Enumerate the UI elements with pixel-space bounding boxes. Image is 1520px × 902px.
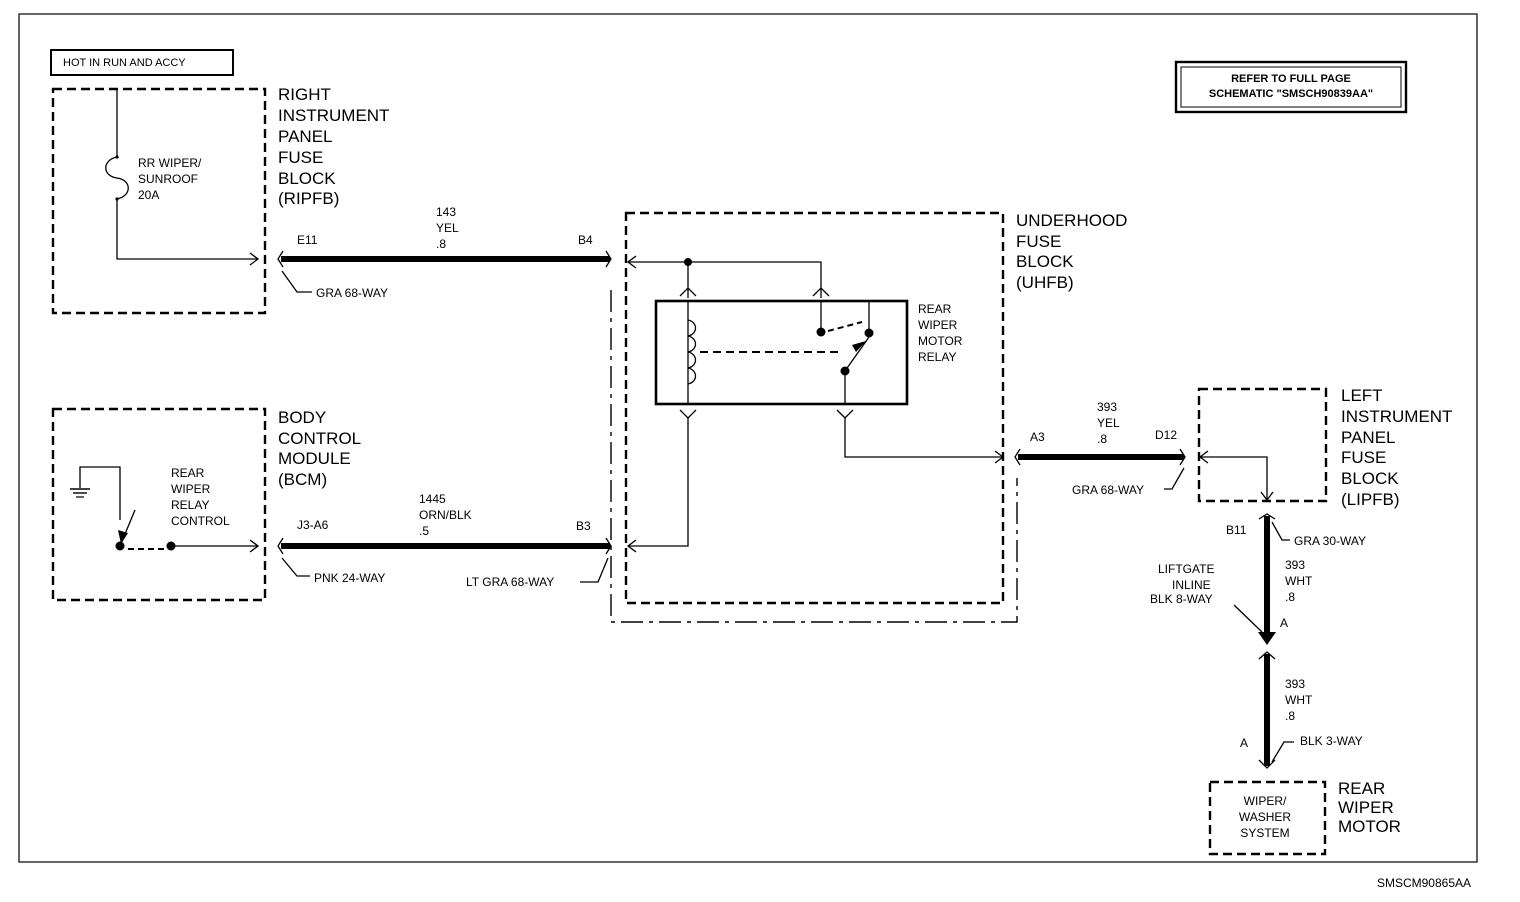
fuse-label-1: RR WIPER/: [138, 156, 202, 170]
motor-pin: A: [1240, 736, 1248, 750]
motor-title-1: REAR: [1338, 779, 1385, 798]
wire-393a-color: YEL: [1097, 416, 1120, 430]
bcm-title-4: (BCM): [278, 470, 327, 489]
bcm-block: BODY CONTROL MODULE (BCM) REAR WIPER REL…: [51, 407, 361, 602]
wire-143-color: YEL: [436, 221, 459, 235]
uhfb-connector-outline: [610, 290, 1018, 623]
liftgate-pin: A: [1280, 616, 1288, 630]
refer-note: REFER TO FULL PAGE SCHEMATIC "SMSCH90839…: [1174, 60, 1408, 114]
uhfb-block: UNDERHOOD FUSE BLOCK (UHFB): [624, 211, 1127, 605]
wire-393-a: A3 393 YEL .8 D12 GRA 68-WAY: [1014, 400, 1186, 497]
lipfb-title-1: LEFT: [1341, 386, 1383, 405]
relay-label-4: RELAY: [918, 350, 956, 364]
wire-393b-circuit: 393: [1285, 558, 1305, 572]
motor-box-label-1: WIPER/: [1244, 794, 1287, 808]
wire-393c-color: WHT: [1285, 693, 1313, 707]
wire-143-gauge: .8: [436, 237, 446, 251]
wire-393a-end-pin: D12: [1155, 428, 1177, 442]
bcm-switch-label-2: WIPER: [171, 482, 211, 496]
fuse-label-2: SUNROOF: [138, 172, 198, 186]
diagram-frame: [18, 13, 1478, 863]
wire-393a-circuit: 393: [1097, 400, 1117, 414]
bcm-title-2: CONTROL: [278, 429, 361, 448]
liftgate-label-3: BLK 8-WAY: [1150, 592, 1213, 606]
relay-coil-icon: [687, 301, 697, 404]
motor-box-label-2: WASHER: [1239, 810, 1292, 824]
motor-title-3: MOTOR: [1338, 817, 1401, 836]
motor-box-label-3: SYSTEM: [1240, 826, 1289, 840]
ripfb-title-2: INSTRUMENT: [278, 106, 389, 125]
ripfb-title-4: FUSE: [278, 148, 323, 167]
wire-1445: J3-A6 1445 ORN/BLK .5 B3 PNK 24-WAY LT G…: [277, 492, 612, 589]
uhfb-title-1: UNDERHOOD: [1016, 211, 1127, 230]
rear-wiper-motor-relay: [654, 299, 909, 406]
wire-393b-gauge: .8: [1285, 590, 1295, 604]
uhfb-title-2: FUSE: [1016, 232, 1061, 251]
lipfb-connector-desc: GRA 30-WAY: [1294, 534, 1366, 548]
uhfb-title-4: (UHFB): [1016, 273, 1074, 292]
ripfb-connector-desc: GRA 68-WAY: [316, 286, 388, 300]
bcm-switch-label-4: CONTROL: [171, 514, 230, 528]
wire-143: E11 143 YEL .8 B4 GRA 68-WAY: [277, 205, 612, 300]
ripfb-pin: E11: [297, 233, 318, 247]
fuse-label-3: 20A: [138, 188, 159, 202]
wire-1445-circuit: 1445: [419, 492, 446, 506]
wire-143-circuit: 143: [436, 205, 456, 219]
lipfb-block: LEFT INSTRUMENT PANEL FUSE BLOCK (LIPFB): [1197, 386, 1452, 509]
bcm-connector-desc: PNK 24-WAY: [314, 571, 385, 585]
refer-line-2: SCHEMATIC "SMSCH90839AA": [1209, 88, 1373, 100]
relay-label-2: WIPER: [918, 318, 958, 332]
hot-in-run-note: HOT IN RUN AND ACCY: [50, 49, 234, 76]
ripfb-title-6: (RIPFB): [278, 189, 339, 208]
liftgate-label-1: LIFTGATE: [1158, 562, 1214, 576]
wire-1445-end-desc: LT GRA 68-WAY: [466, 575, 554, 589]
lipfb-title-5: BLOCK: [1341, 469, 1399, 488]
wire-393-c: 393 WHT .8 A BLK 3-WAY: [1240, 651, 1363, 769]
motor-connector-desc: BLK 3-WAY: [1300, 734, 1363, 748]
lipfb-title-6: (LIPFB): [1341, 490, 1400, 509]
uhfb-title-3: BLOCK: [1016, 252, 1074, 271]
bcm-title-3: MODULE: [278, 449, 351, 468]
wire-393b-color: WHT: [1285, 574, 1313, 588]
liftgate-label-2: INLINE: [1172, 578, 1211, 592]
relay-label-1: REAR: [918, 302, 952, 316]
wire-393a-end-desc: GRA 68-WAY: [1072, 483, 1144, 497]
lipfb-title-3: PANEL: [1341, 428, 1396, 447]
wire-393-b: B11 GRA 30-WAY 393 WHT .8 LIFTGATE INLIN…: [1150, 513, 1366, 645]
lipfb-title-4: FUSE: [1341, 448, 1386, 467]
ripfb-title-5: BLOCK: [278, 169, 336, 188]
wire-393c-gauge: .8: [1285, 709, 1295, 723]
lipfb-title-2: INSTRUMENT: [1341, 407, 1452, 426]
lipfb-pin: B11: [1226, 523, 1247, 537]
wire-143-end-pin: B4: [578, 233, 593, 247]
motor-title-2: WIPER: [1338, 798, 1394, 817]
diagram-id: SMSCM90865AA: [1377, 876, 1471, 890]
uhfb-pin: A3: [1030, 430, 1045, 444]
wire-1445-end-pin: B3: [576, 519, 591, 533]
wire-1445-gauge: .5: [419, 524, 429, 538]
wire-393a-gauge: .8: [1097, 432, 1107, 446]
bcm-pin: J3-A6: [297, 518, 329, 532]
relay-label-3: MOTOR: [918, 334, 963, 348]
bcm-switch-label-3: RELAY: [171, 498, 209, 512]
refer-line-1: REFER TO FULL PAGE: [1231, 73, 1351, 85]
rear-wiper-motor: WIPER/ WASHER SYSTEM REAR WIPER MOTOR: [1208, 779, 1401, 856]
wire-393c-circuit: 393: [1285, 677, 1305, 691]
bcm-switch-label-1: REAR: [171, 466, 205, 480]
hot-in-run-text: HOT IN RUN AND ACCY: [63, 57, 186, 69]
ripfb-title-1: RIGHT: [278, 85, 331, 104]
ripfb-title-3: PANEL: [278, 127, 333, 146]
wire-1445-color: ORN/BLK: [419, 508, 472, 522]
ground-icon: [70, 466, 121, 505]
bcm-switch-icon: [115, 505, 260, 553]
bcm-title-1: BODY: [278, 408, 326, 427]
fuse-symbol: [105, 89, 258, 260]
ripfb-block: RIGHT INSTRUMENT PANEL FUSE BLOCK (RIPFB…: [51, 85, 389, 315]
